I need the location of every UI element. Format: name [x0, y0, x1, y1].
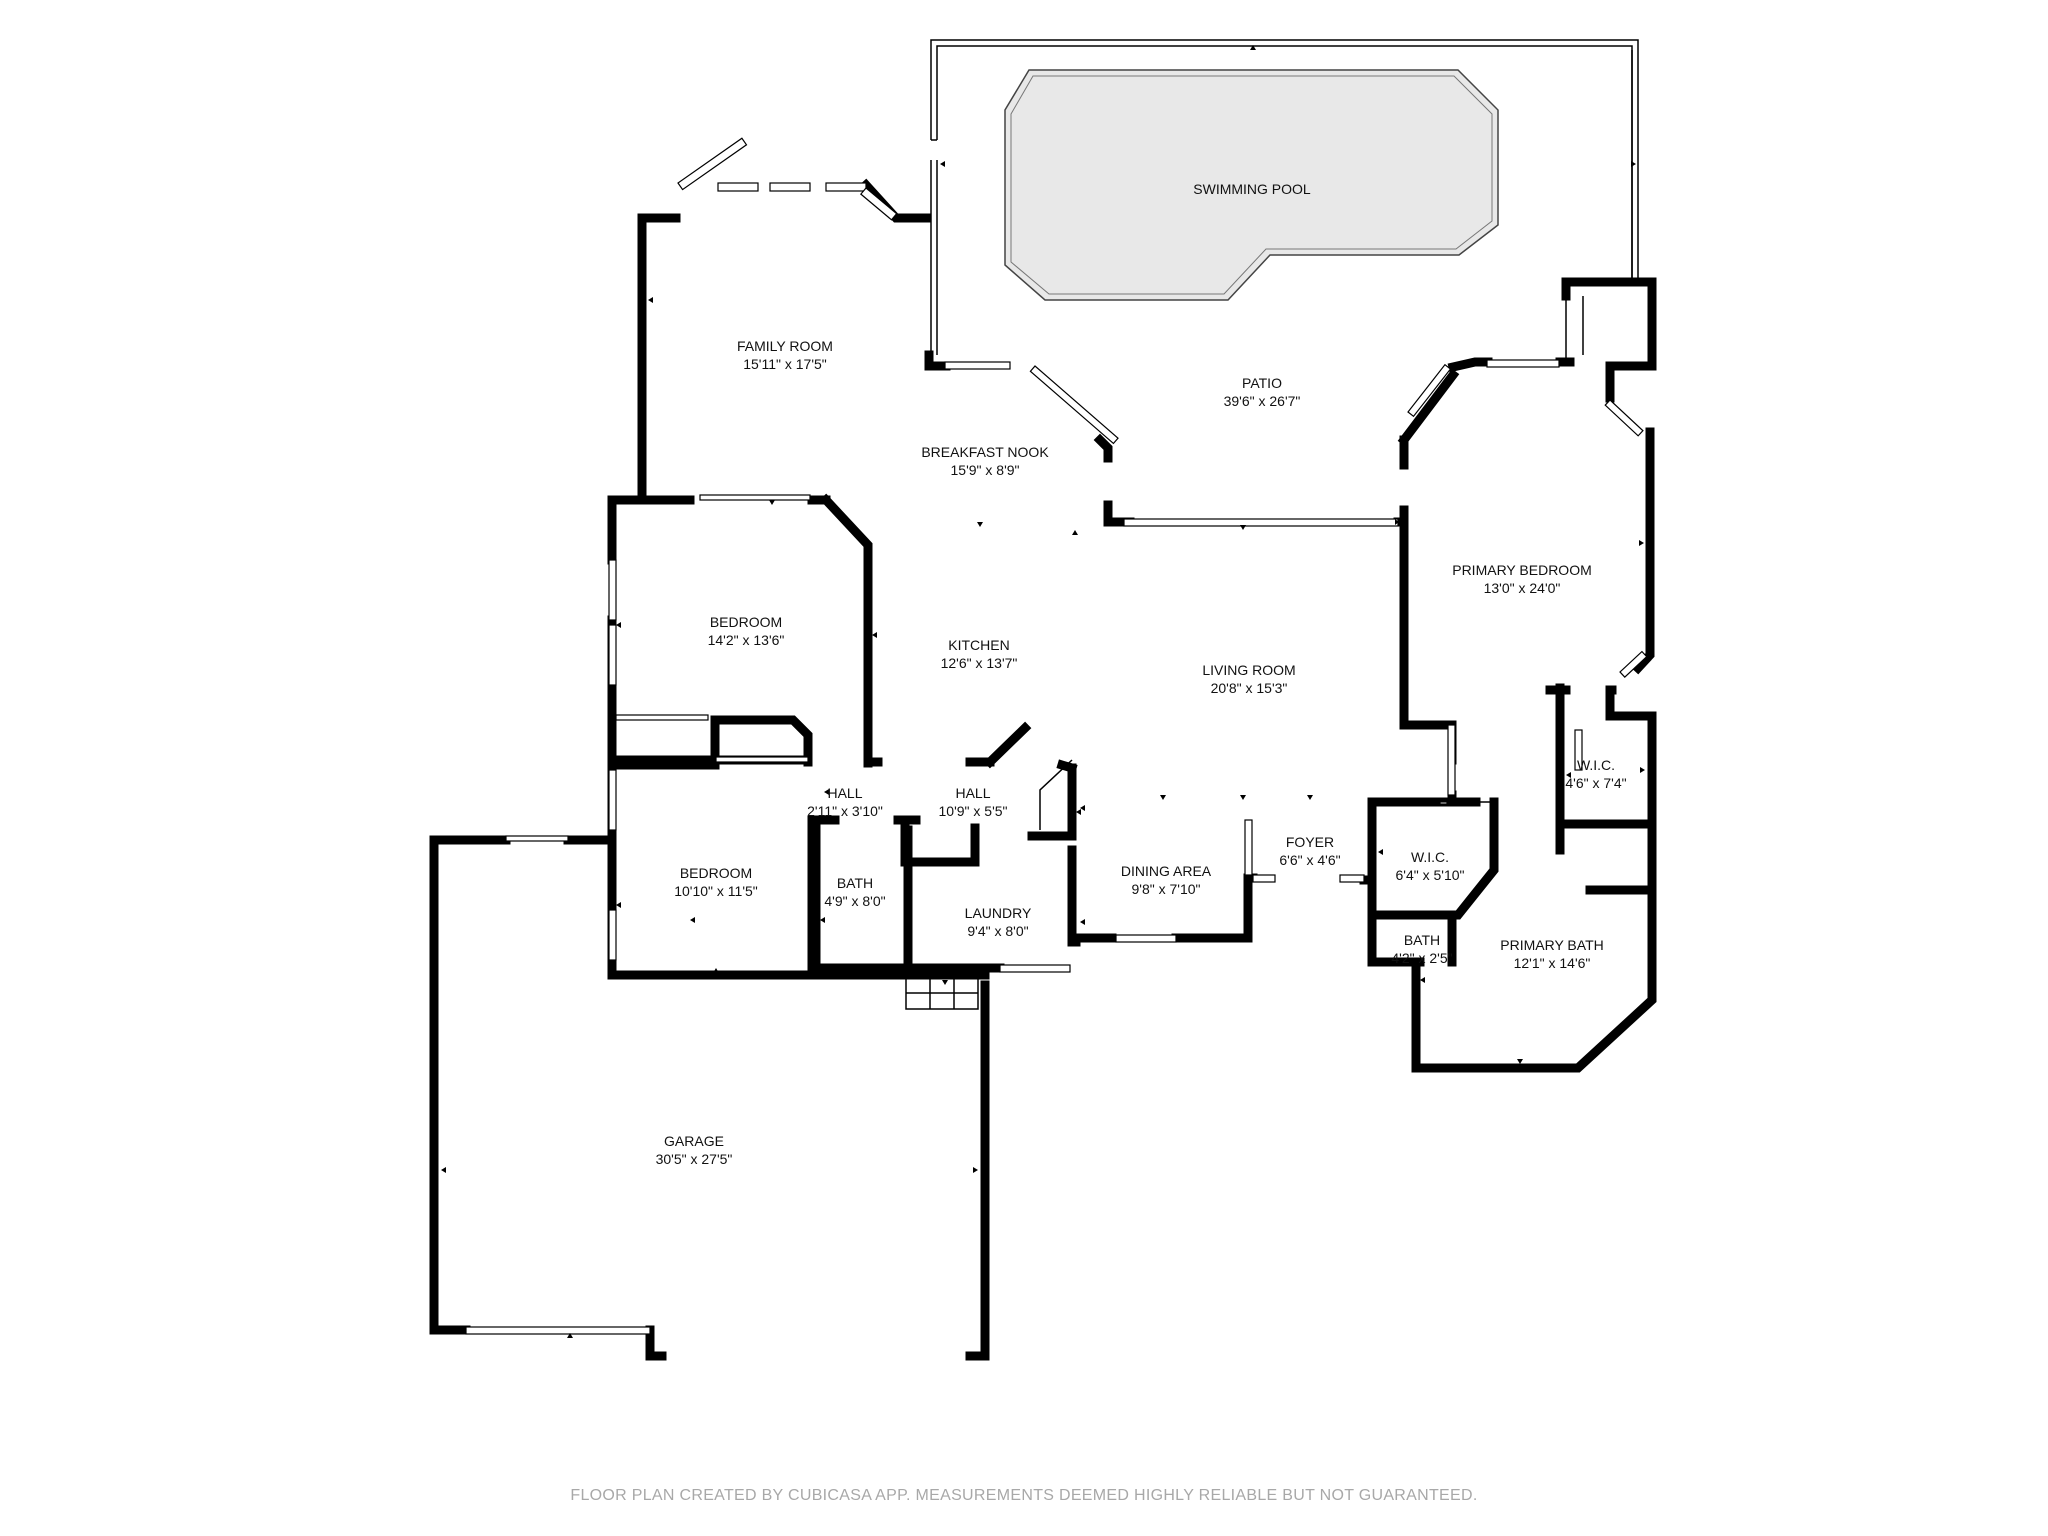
foyer-size: 6'6" x 4'6": [1279, 852, 1340, 868]
breakfast-nook-label: BREAKFAST NOOK: [921, 444, 1049, 460]
swimming-pool-label: SWIMMING POOL: [1193, 181, 1311, 197]
garage-size: 30'5" x 27'5": [656, 1151, 733, 1167]
hall-2-size: 10'9" x 5'5": [939, 803, 1008, 819]
primary-bath-size: 12'1" x 14'6": [1514, 955, 1591, 971]
door-markers: [441, 45, 1645, 1338]
bath-size: 4'9" x 8'0": [824, 893, 885, 909]
foyer-label: FOYER: [1286, 834, 1334, 850]
kitchen-size: 12'6" x 13'7": [941, 655, 1018, 671]
bath-2-size: 4'2" x 2'5": [1391, 950, 1452, 966]
wic-label: W.I.C.: [1577, 757, 1615, 773]
wic-2-label: W.I.C.: [1411, 849, 1449, 865]
living-room-size: 20'8" x 15'3": [1211, 680, 1288, 696]
hall-size: 2'11" x 3'10": [807, 803, 883, 819]
disclaimer-footer: FLOOR PLAN CREATED BY CUBICASA APP. MEAS…: [570, 1487, 1478, 1504]
windows: [465, 137, 1648, 1335]
primary-bath-label: PRIMARY BATH: [1500, 937, 1603, 953]
bedroom-2-label: BEDROOM: [680, 865, 752, 881]
dining-area-size: 9'8" x 7'10": [1132, 881, 1201, 897]
bedroom-2-size: 10'10" x 11'5": [674, 883, 758, 899]
living-room-label: LIVING ROOM: [1202, 662, 1295, 678]
hall-label: HALL: [827, 785, 862, 801]
family-room-label: FAMILY ROOM: [737, 338, 833, 354]
garage-label: GARAGE: [664, 1133, 724, 1149]
wic-2-size: 6'4" x 5'10": [1396, 867, 1465, 883]
wic-size: 4'6" x 7'4": [1565, 775, 1626, 791]
laundry-label: LAUNDRY: [965, 905, 1032, 921]
breakfast-nook-size: 15'9" x 8'9": [951, 462, 1020, 478]
swimming-pool: [1004, 69, 1499, 301]
primary-bedroom-size: 13'0" x 24'0": [1484, 580, 1561, 596]
dining-area-label: DINING AREA: [1121, 863, 1212, 879]
walls: [429, 178, 1657, 1361]
bath-2-label: BATH: [1404, 932, 1440, 948]
patio-label: PATIO: [1242, 375, 1282, 391]
primary-bedroom-label: PRIMARY BEDROOM: [1452, 562, 1592, 578]
kitchen-label: KITCHEN: [948, 637, 1009, 653]
room-labels: SWIMMING POOL FAMILY ROOM 15'11" x 17'5"…: [656, 181, 1627, 1167]
laundry-size: 9'4" x 8'0": [967, 923, 1028, 939]
bedroom-size: 14'2" x 13'6": [708, 632, 785, 648]
bedroom-label: BEDROOM: [710, 614, 782, 630]
hall-2-label: HALL: [955, 785, 990, 801]
bath-label: BATH: [837, 875, 873, 891]
patio-size: 39'6" x 26'7": [1224, 393, 1301, 409]
family-room-size: 15'11" x 17'5": [743, 356, 827, 372]
